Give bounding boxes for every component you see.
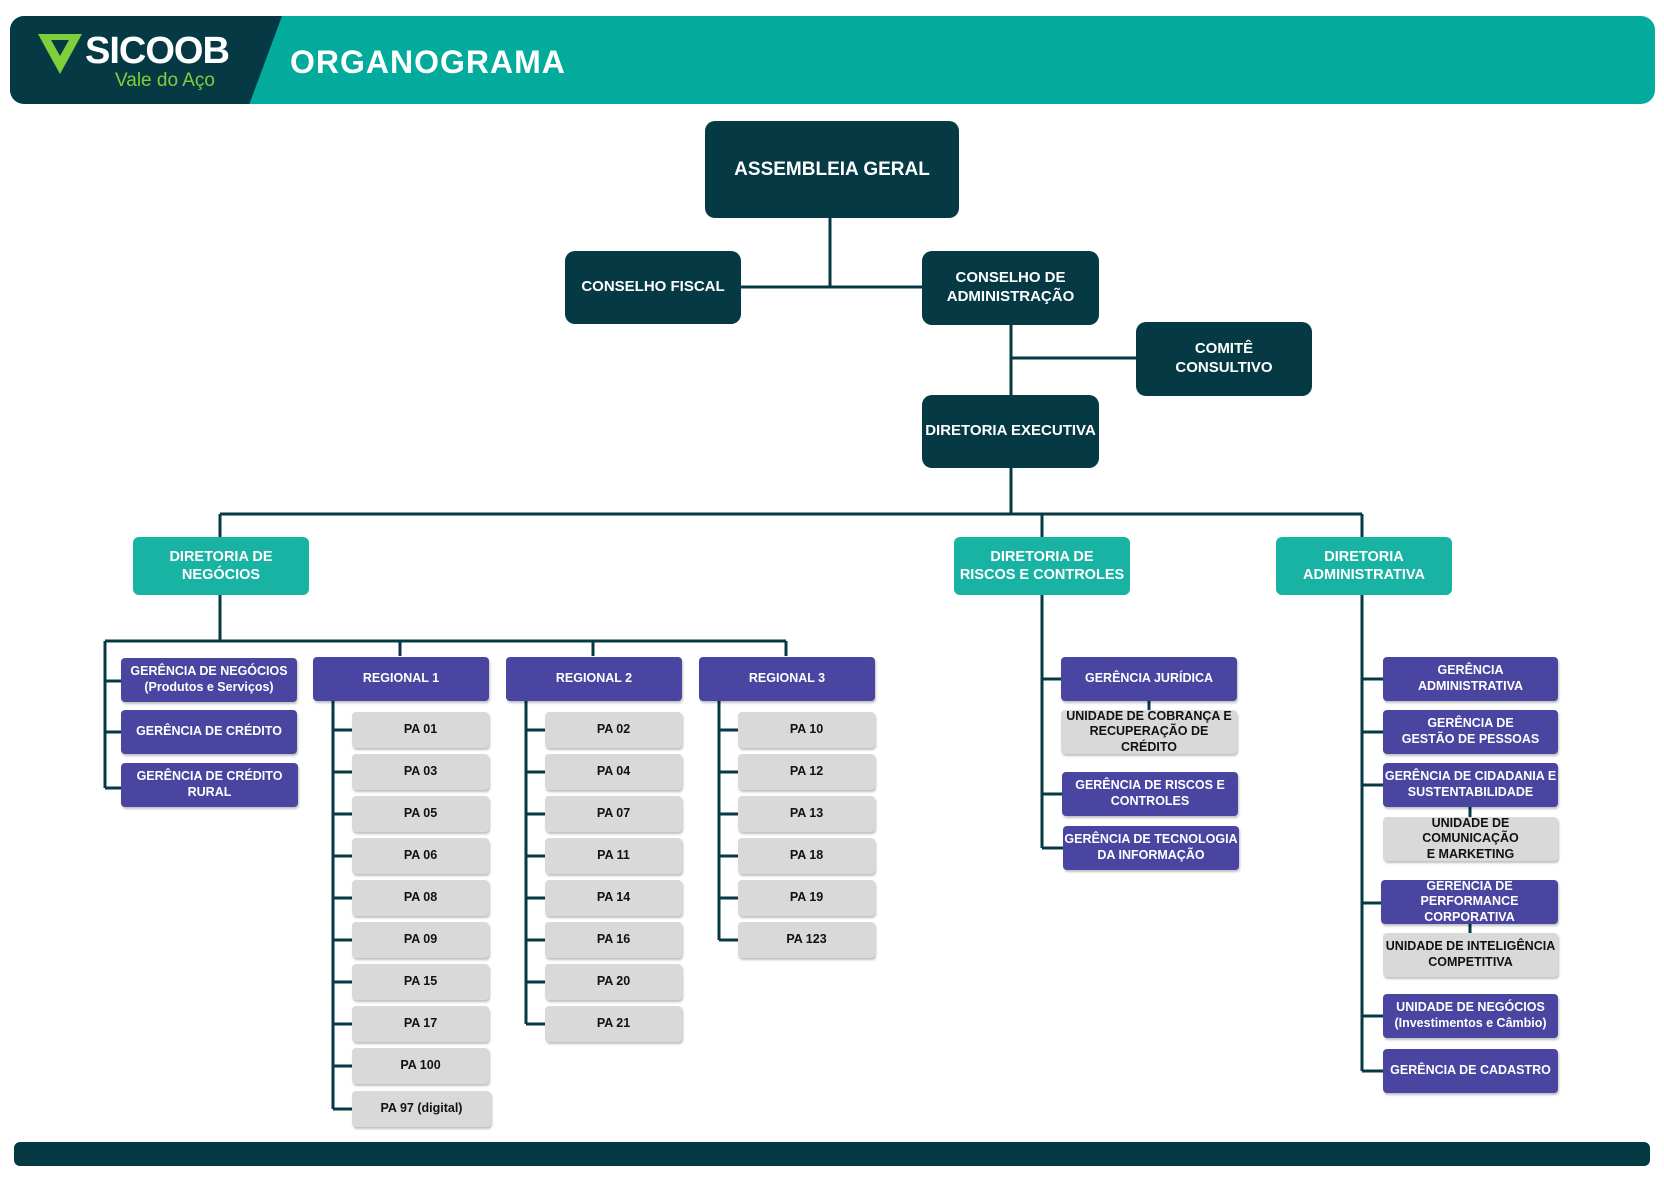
gerencia-credito: GERÊNCIA DE CRÉDITO	[121, 710, 297, 754]
pa-box: PA 97 (digital)	[352, 1091, 491, 1127]
sicoob-logo-icon	[38, 34, 82, 74]
unidade-inteligencia: UNIDADE DE INTELIGÊNCIA COMPETITIVA	[1383, 933, 1558, 977]
pa-box: PA 19	[738, 880, 875, 916]
conselho-fiscal: CONSELHO FISCAL	[565, 251, 741, 324]
pa-box: PA 09	[352, 922, 489, 958]
gerencia-gestao-pessoas: GERÊNCIA DE GESTÃO DE PESSOAS	[1383, 710, 1558, 754]
gerencia-riscos-controles: GERÊNCIA DE RISCOS E CONTROLES	[1062, 772, 1238, 816]
pa-box: PA 16	[545, 922, 682, 958]
pa-box: PA 100	[352, 1048, 489, 1084]
assembleia-geral: ASSEMBLEIA GERAL	[705, 121, 959, 218]
pa-box: PA 04	[545, 754, 682, 790]
pa-box: PA 05	[352, 796, 489, 832]
pa-box: PA 13	[738, 796, 875, 832]
unidade-negocios: UNIDADE DE NEGÓCIOS (Investimentos e Câm…	[1383, 994, 1558, 1038]
pa-box: PA 17	[352, 1006, 489, 1042]
pa-box: PA 15	[352, 964, 489, 1000]
regional-2: REGIONAL 2	[506, 657, 682, 701]
pa-box: PA 02	[545, 712, 682, 748]
comite-consultivo: COMITÊ CONSULTIVO	[1136, 322, 1312, 396]
gerencia-negocios: GERÊNCIA DE NEGÓCIOS (Produtos e Serviço…	[121, 658, 297, 702]
pa-box: PA 21	[545, 1006, 682, 1042]
gerencia-credito-rural: GERÊNCIA DE CRÉDITO RURAL	[121, 763, 298, 807]
unidade-comunicacao: UNIDADE DE COMUNICAÇÃO E MARKETING	[1383, 816, 1558, 861]
gerencia-cadastro: GERÊNCIA DE CADASTRO	[1383, 1049, 1558, 1093]
page-title: ORGANOGRAMA	[290, 44, 566, 80]
gerencia-cidadania: GERÊNCIA DE CIDADANIA E SUSTENTABILIDADE	[1383, 763, 1558, 807]
gerencia-tecnologia: GERÊNCIA DE TECNOLOGIA DA INFORMAÇÃO	[1063, 826, 1239, 870]
pa-box: PA 08	[352, 880, 489, 916]
regional-3: REGIONAL 3	[699, 657, 875, 701]
pa-box: PA 12	[738, 754, 875, 790]
logo-subtitle: Vale do Aço	[115, 70, 216, 91]
logo-block: SICOOB Vale do Aço	[10, 16, 282, 104]
diretoria-administrativa: DIRETORIA ADMINISTRATIVA	[1276, 537, 1452, 595]
pa-box: PA 123	[738, 922, 875, 958]
conselho-administracao: CONSELHO DE ADMINISTRAÇÃO	[922, 251, 1099, 325]
pa-box: PA 06	[352, 838, 489, 874]
diretoria-riscos-controles: DIRETORIA DE RISCOS E CONTROLES	[954, 537, 1130, 595]
gerencia-administrativa: GERÊNCIA ADMINISTRATIVA	[1383, 657, 1558, 701]
header-bar: SICOOB Vale do Aço ORGANOGRAMA	[10, 16, 1655, 104]
pa-box: PA 01	[352, 712, 489, 748]
pa-box: PA 11	[545, 838, 682, 874]
gerencia-performance: GERÊNCIA DE PERFORMANCE CORPORATIVA	[1381, 879, 1558, 924]
pa-box: PA 14	[545, 880, 682, 916]
diretoria-executiva: DIRETORIA EXECUTIVA	[922, 395, 1099, 468]
footer-bar	[14, 1142, 1650, 1166]
pa-box: PA 20	[545, 964, 682, 1000]
pa-box: PA 18	[738, 838, 875, 874]
diretoria-negocios: DIRETORIA DE NEGÓCIOS	[133, 537, 309, 595]
logo-name: SICOOB	[85, 30, 230, 72]
gerencia-juridica: GERÊNCIA JURÍDICA	[1061, 657, 1237, 701]
pa-box: PA 10	[738, 712, 875, 748]
regional-1: REGIONAL 1	[313, 657, 489, 701]
pa-box: PA 03	[352, 754, 489, 790]
pa-box: PA 07	[545, 796, 682, 832]
unidade-cobranca: UNIDADE DE COBRANÇA E RECUPERAÇÃO DE CRÉ…	[1061, 709, 1237, 754]
